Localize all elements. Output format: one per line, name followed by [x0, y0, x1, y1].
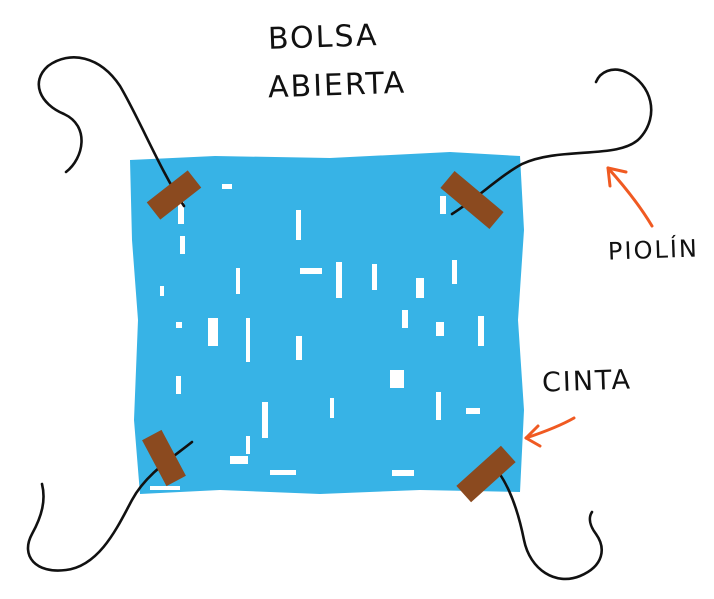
tape-label: CINTA — [541, 364, 633, 399]
tape-bottom-right — [456, 445, 516, 503]
title-line-2: ABIERTA — [267, 65, 407, 106]
string-top-right — [450, 68, 653, 216]
tape-bottom-left — [142, 429, 186, 487]
open-bag — [130, 152, 524, 494]
title-line-1: BOLSA — [267, 18, 380, 57]
tape-top-left — [146, 170, 202, 220]
pointer-arrows — [524, 166, 654, 448]
tape-pieces — [142, 170, 516, 503]
bag-shape — [130, 152, 524, 494]
arrow-to-string — [606, 166, 654, 228]
string-bottom-right — [488, 460, 603, 581]
string-label: PIOLÍN — [607, 234, 700, 266]
arrow-to-tape — [524, 416, 576, 448]
bag-texture — [150, 184, 484, 490]
string-top-left — [37, 56, 186, 208]
tape-top-right — [440, 171, 504, 229]
string-bottom-left — [26, 440, 194, 572]
strings — [26, 56, 653, 581]
